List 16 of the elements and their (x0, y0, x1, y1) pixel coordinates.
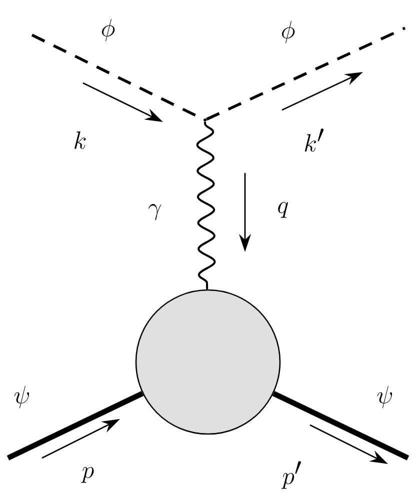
vertex-point (204, 118, 206, 122)
particle-label: $p'$ (281, 461, 301, 489)
particle-label: $\psi$ (377, 386, 392, 408)
particle-label: $\phi$ (102, 18, 115, 42)
particle-label: $k$ (74, 131, 86, 149)
particle-label: $q$ (278, 202, 288, 218)
particle-label: $\phi$ (282, 20, 295, 44)
dashed-line (206, 26, 406, 121)
particle-label: $\gamma$ (148, 204, 162, 220)
wavy-line (196, 122, 216, 290)
particle-label: $k'$ (304, 128, 324, 152)
fermion-line (272, 391, 410, 460)
blob-circle (135, 289, 281, 435)
particle-label: $p$ (81, 466, 94, 483)
particle-label: $\psi$ (14, 386, 30, 408)
fermion-line (6, 391, 144, 460)
